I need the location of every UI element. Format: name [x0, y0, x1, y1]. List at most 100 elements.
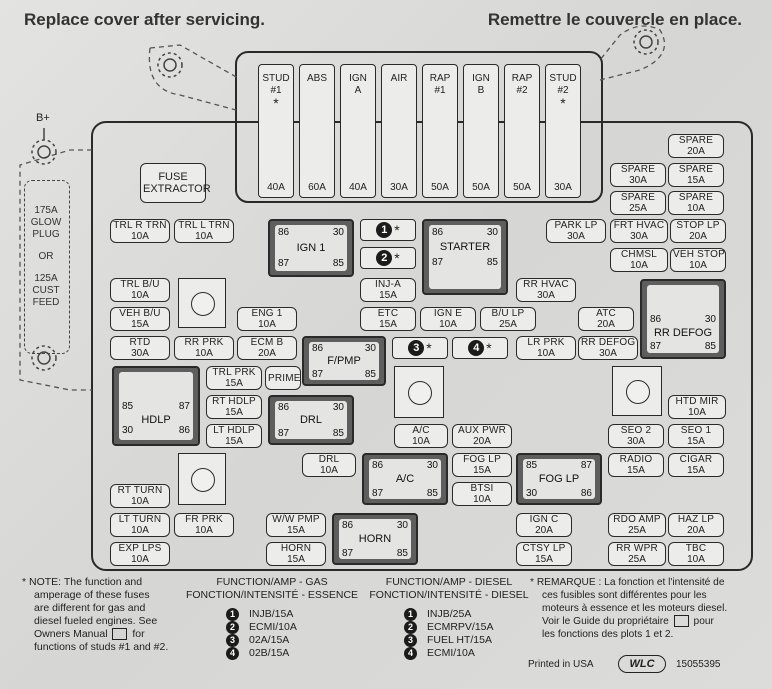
fuse-name: TRL B/U: [120, 279, 160, 290]
fuse-prime[interactable]: PRIME: [265, 366, 301, 390]
maxi-fuse-stud-1[interactable]: STUD#1* 40A: [258, 64, 294, 198]
fuse-amp: 10A: [131, 496, 149, 507]
relay-fog-lp[interactable]: 85 87 30 86 FOG LP: [516, 453, 602, 505]
plug-1[interactable]: 1*: [360, 219, 416, 241]
fuse-name: SPARE: [678, 192, 714, 203]
gas-item: ECMI/10A: [249, 621, 297, 633]
maxi-fuse-air[interactable]: AIR 30A: [381, 64, 417, 198]
glow-plug-panel: [24, 180, 70, 354]
plug-3[interactable]: 3*: [392, 337, 448, 359]
relay-starter[interactable]: 86 30 87 85 STARTER: [422, 219, 508, 295]
maxi-name: ABS: [306, 73, 327, 84]
fuse-extractor-line2: EXTRACTOR: [143, 183, 211, 195]
relay-hdlp[interactable]: 85 87 30 86 HDLP: [112, 366, 200, 446]
fuse-extractor[interactable]: FUSE EXTRACTOR: [140, 163, 211, 203]
note-line6: functions of studs #1 and #2.: [34, 641, 169, 653]
fuse-name: RR DEFOG: [581, 337, 636, 348]
maxi-fuse-rap-2[interactable]: RAP#2 50A: [504, 64, 540, 198]
fuse-name: RR PRK: [184, 337, 224, 348]
relay-f-pmp[interactable]: 86 30 87 85 F/PMP: [302, 336, 386, 386]
maxi-fuse-stud-2[interactable]: STUD#2* 30A: [545, 64, 581, 198]
relay-pin: 87: [312, 369, 324, 380]
maxi-amp: 30A: [390, 182, 408, 193]
legend-number: 1: [404, 608, 417, 621]
relay-pin: 30: [426, 460, 438, 471]
plug-4[interactable]: 4*: [452, 337, 508, 359]
fuse-name: B/U LP: [491, 308, 525, 319]
fuse-amp: 10A: [630, 260, 648, 271]
fuse-name: FRT HVAC: [613, 220, 665, 231]
relay-drl[interactable]: 86 30 87 85 DRL: [268, 395, 354, 445]
note-line4: diesel fueled engines. See: [34, 615, 158, 627]
relay-ign-1[interactable]: 86 30 87 85 IGN 1: [268, 219, 354, 277]
header-left: Replace cover after servicing.: [24, 10, 265, 29]
note-line2: amperage of these fuses: [34, 589, 150, 601]
maxi-fuse-abs[interactable]: ABS 60A: [299, 64, 335, 198]
relay-rr-defog[interactable]: 86 30 87 85 RR DEFOG: [640, 279, 726, 359]
relay-horn[interactable]: 86 30 87 85 HORN: [332, 513, 418, 565]
maxi-fuse-rap-1[interactable]: RAP#1 50A: [422, 64, 458, 198]
note-block: * NOTE: The function and amperage of the…: [22, 576, 202, 654]
relay-name: RR DEFOG: [653, 327, 713, 339]
fuse-amp: 15A: [131, 319, 149, 330]
plug-2[interactable]: 2*: [360, 247, 416, 269]
relay-a-c[interactable]: 86 30 87 85 A/C: [362, 453, 448, 505]
fuse-name: EXP LPS: [118, 543, 162, 554]
fuse-amp: 15A: [287, 554, 305, 565]
fuse-amp: 30A: [627, 436, 645, 447]
